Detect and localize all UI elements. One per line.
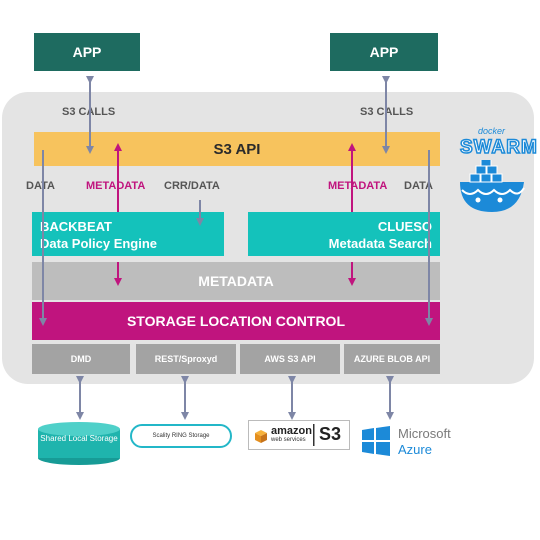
s3-api-bar: S3 API <box>34 132 440 166</box>
metadata-label-right: METADATA <box>328 180 388 192</box>
docker-swarm-logo: docker SWARM <box>456 122 538 218</box>
azure-wordmark: Azure <box>398 442 432 457</box>
clueso-subtitle: Metadata Search <box>328 236 432 251</box>
backend-rest-sproxyd: REST/Sproxyd <box>136 344 236 374</box>
microsoft-azure-logo: Microsoft Azure <box>360 422 460 462</box>
backend-azure-blob-api: AZURE BLOB API <box>344 344 440 374</box>
metadata-bar: METADATA <box>32 262 440 300</box>
backbeat-title: BACKBEAT <box>40 219 112 234</box>
aws-cubes-icon <box>255 424 315 446</box>
amazon-wordmark: amazon <box>271 425 312 437</box>
data-label-left: DATA <box>26 180 55 192</box>
backend-aws-s3-api: AWS S3 API <box>240 344 340 374</box>
scality-ring-storage-logo: Scality RING Storage <box>130 424 232 448</box>
crr-data-label: CRR/DATA <box>164 180 220 192</box>
aws-subtitle: web services <box>271 437 306 443</box>
docker-wordmark: docker <box>478 126 506 136</box>
shared-local-storage-cylinder <box>38 422 120 465</box>
data-label-right: DATA <box>404 180 433 192</box>
backbeat-subtitle: Data Policy Engine <box>40 236 158 251</box>
amazon-s3-logo: amazon web services S3 <box>248 420 350 450</box>
backend-dmd: DMD <box>32 344 130 374</box>
microsoft-wordmark: Microsoft <box>398 426 451 441</box>
storage-location-control-bar: STORAGE LOCATION CONTROL <box>32 302 440 340</box>
metadata-label-left: METADATA <box>86 180 146 192</box>
shared-local-storage-label: Shared Local Storage <box>40 434 118 443</box>
app-box-left: APP <box>34 33 140 71</box>
swarm-wordmark: SWARM <box>459 136 538 159</box>
s3-wordmark: S3 <box>319 424 342 444</box>
clueso-title: CLUESO <box>377 219 432 234</box>
app-box-right: APP <box>330 33 438 71</box>
whale-icon <box>460 160 525 212</box>
scality-ring-storage-label: Scality RING Storage <box>152 433 210 439</box>
clueso-box: CLUESO Metadata Search <box>248 212 440 256</box>
windows-icon <box>362 426 390 456</box>
backbeat-box: BACKBEAT Data Policy Engine <box>32 212 224 256</box>
